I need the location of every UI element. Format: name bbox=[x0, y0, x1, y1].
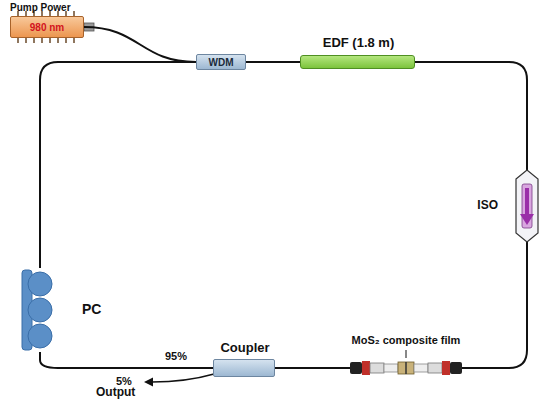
ratio-label: 95% bbox=[165, 350, 187, 362]
node-heading: Coupler bbox=[220, 341, 269, 355]
node-heading: PC bbox=[82, 302, 101, 317]
fiber-link bbox=[40, 352, 213, 368]
erbium-fiber: EDF (1.8 m) bbox=[300, 55, 415, 69]
isolator: ISO bbox=[514, 170, 540, 242]
sa-symbol bbox=[350, 360, 462, 376]
wdm-coupler: WDM bbox=[196, 54, 246, 70]
fiber-link bbox=[40, 62, 196, 268]
node-heading: MoS₂ composite film bbox=[352, 334, 461, 346]
fiber-link bbox=[462, 242, 527, 368]
component-label: Pump Power bbox=[10, 2, 71, 13]
output-coupler: Coupler bbox=[213, 359, 275, 377]
port-label: Output bbox=[96, 386, 135, 399]
polarization-controller: PC bbox=[20, 268, 60, 352]
fiber-link bbox=[246, 61, 300, 63]
pump-laser: 980 nm bbox=[10, 16, 84, 38]
node-text: 980 nm bbox=[30, 22, 64, 33]
output-fiber bbox=[152, 374, 214, 382]
node-heading: ISO bbox=[477, 199, 498, 212]
saturable-absorber: MoS₂ composite film bbox=[350, 360, 462, 376]
pc-symbol bbox=[20, 268, 60, 352]
output-arrowhead bbox=[144, 378, 153, 387]
fiber-link bbox=[275, 367, 350, 369]
node-text: WDM bbox=[209, 57, 234, 68]
node-heading: EDF (1.8 m) bbox=[323, 36, 395, 50]
leader-line bbox=[406, 350, 407, 358]
fiber-link bbox=[415, 62, 527, 170]
fiber-link bbox=[84, 27, 196, 62]
iso-symbol bbox=[514, 170, 540, 242]
